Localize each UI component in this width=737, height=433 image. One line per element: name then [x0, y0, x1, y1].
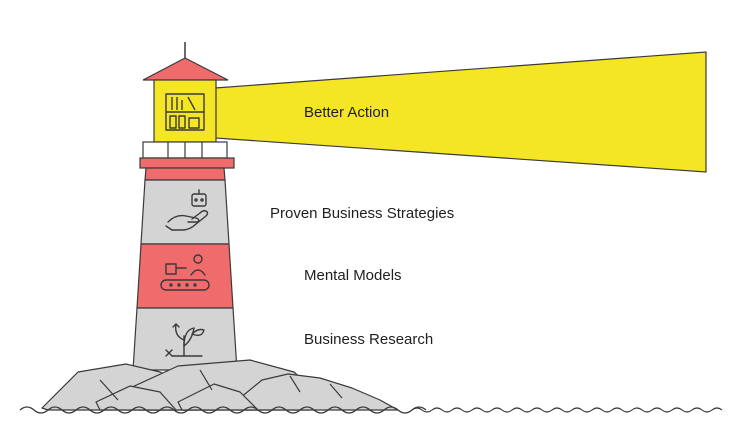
lantern-room [153, 79, 217, 143]
growing-plant-icon [165, 323, 205, 357]
water-waves-small [411, 407, 723, 413]
label-better-action: Better Action [304, 104, 390, 121]
label-business-research: Business Research [304, 331, 434, 348]
tower-section-strategies [140, 179, 230, 245]
hand-robot-icon [165, 189, 209, 231]
water-waves [19, 406, 427, 414]
bookshelf-icon [165, 93, 205, 131]
tower-section-mental-models [136, 243, 234, 309]
lighthouse-roof [142, 57, 229, 81]
light-beam [214, 51, 707, 173]
tower-top-band [144, 167, 226, 181]
label-proven-business-strategies: Proven Business Strategies [270, 205, 455, 222]
gallery-floor [139, 157, 235, 169]
rocks [41, 359, 399, 411]
label-mental-models: Mental Models [304, 267, 402, 284]
conveyor-person-icon [160, 254, 210, 291]
